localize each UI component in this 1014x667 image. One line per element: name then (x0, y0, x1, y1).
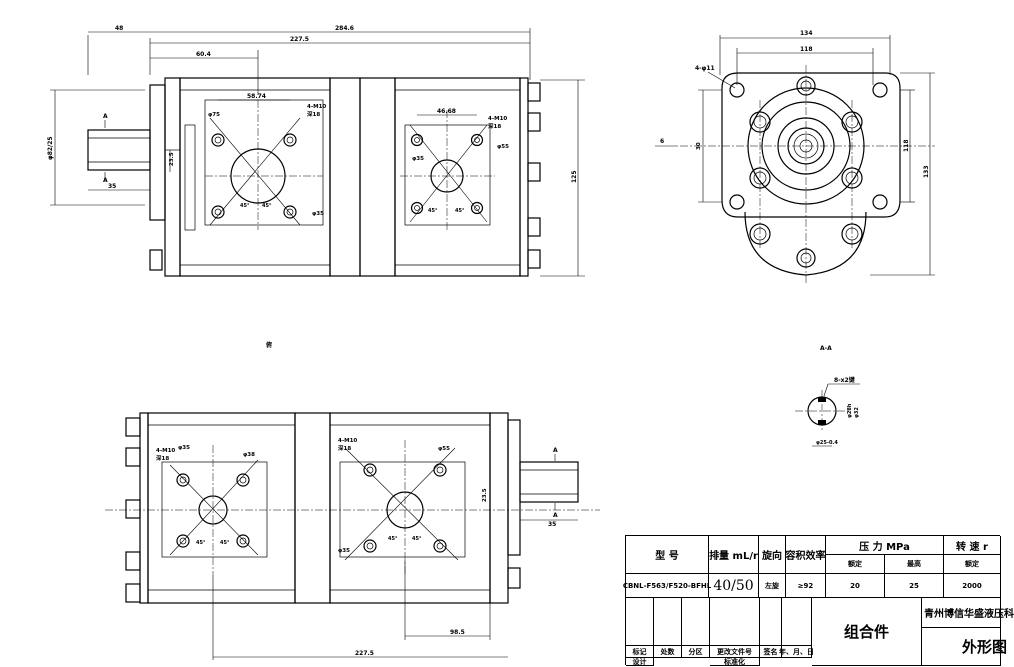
rev-standard: 标准化 (710, 658, 760, 666)
rev-zone: 分区 (682, 646, 710, 658)
dim-shaft-dia: φ82/25 (47, 136, 54, 160)
hdr-rated-speed: 额定 (944, 555, 1001, 574)
bport1-ang1: 45° (196, 540, 206, 546)
dim-125: 125 (571, 170, 578, 183)
dim-48: 48 (115, 25, 123, 32)
section-aa: 8-x2键 φ28h φ32 φ25-0.4 (795, 376, 860, 447)
displacement-value: 40/50 (709, 574, 759, 598)
hdr-rotation: 旋向 (759, 536, 786, 574)
speed-rated-value: 2000 (944, 574, 1001, 598)
port1-thread: 4-M10 (307, 104, 326, 110)
bport1-phi38: φ38 (243, 452, 255, 458)
bport1-thread: 4-M10 (156, 448, 175, 454)
bottom-d23: 23.5 (482, 488, 488, 502)
port2-thread: 4-M10 (488, 116, 507, 122)
rev-doc: 更改文件号 (710, 646, 760, 658)
hdr-speed: 转 速 r (944, 536, 1001, 555)
drawing-name: 外形图 (922, 628, 1007, 666)
hdr-pressure: 压 力 MPa (826, 536, 944, 555)
bottom-d227: 227.5 (355, 650, 374, 657)
efficiency-value: ≥92 (786, 574, 826, 598)
hdr-rated: 额定 (826, 555, 885, 574)
hdr-max: 最高 (885, 555, 944, 574)
dim-6: 6 (660, 138, 664, 145)
dim-46: 46.68 (437, 108, 456, 115)
assembly-title: 组合件 (812, 598, 922, 666)
bport1-depth: 深18 (156, 454, 169, 462)
port2-ang2: 45° (455, 208, 465, 214)
bport1-ang2: 45° (220, 540, 230, 546)
hole-4x11: 4-φ11 (695, 65, 715, 72)
port2-phi55: φ55 (497, 144, 509, 150)
dim-118: 118 (800, 46, 813, 53)
hdr-efficiency: 容积效率 (786, 536, 826, 574)
rev-design: 设计 (626, 658, 654, 666)
dim-23: 23.5 (169, 152, 175, 166)
model-value: CBNL-F563/F520-BFHL (623, 574, 711, 598)
port1-phi75: φ75 (208, 112, 220, 118)
bport1-phi35: φ35 (178, 445, 190, 451)
rev-grid-3 (682, 598, 710, 646)
hdr-model: 型 号 (626, 536, 709, 574)
rev-mark: 标记 (626, 646, 654, 658)
port1-phi35: φ35 (312, 211, 324, 217)
port2-ang1: 45° (428, 208, 438, 214)
pressure-rated-value: 20 (826, 574, 885, 598)
bport2-ang2: 45° (412, 536, 422, 542)
dim-227: 227.5 (290, 36, 309, 43)
dim-133: 133 (923, 165, 930, 178)
spline-dia1: φ28h (847, 403, 853, 418)
dim-58: 58.74 (247, 93, 266, 100)
rev-date: 年、月、日 (779, 646, 814, 658)
bottom-a1: A (553, 447, 558, 454)
pressure-max-value: 25 (885, 574, 944, 598)
dim-284: 284.6 (335, 25, 354, 32)
rev-grid-1 (626, 598, 654, 646)
rev-grid-4 (710, 598, 760, 646)
rev-count: 处数 (654, 646, 682, 658)
rev-grid-2 (654, 598, 682, 646)
rev-grid-6 (782, 598, 812, 646)
spline-dia2: φ32 (854, 407, 860, 418)
rev-grid-5 (760, 598, 782, 646)
spline-dia3: φ25-0.4 (816, 440, 838, 446)
title-block: 型 号 排量 mL/r 旋向 容积效率 压 力 MPa 转 速 r 额定 最高 … (623, 535, 1014, 666)
port2-phi35: φ35 (412, 156, 424, 162)
dim-30: 30 (696, 142, 702, 150)
a-mark-2: A (103, 177, 108, 184)
company-name: 青州博信华盛液压科 (922, 598, 1014, 628)
dim-134: 134 (800, 30, 813, 37)
section-label: A-A (820, 345, 832, 352)
bottom-view: A A 35 23.5 4-M10 深18 φ35 φ38 45° 45° (105, 412, 600, 660)
rev-sign: 签名 (760, 646, 782, 658)
bport2-depth: 深18 (338, 444, 351, 452)
dim-35: 35 (108, 183, 116, 190)
bport2-ang1: 45° (388, 536, 398, 542)
view-label: 俯 (266, 341, 272, 349)
rotation-value: 左旋 (759, 574, 786, 598)
side-view: 134 118 4-φ11 30 6 (655, 30, 935, 285)
port1-ang1: 45° (240, 203, 250, 209)
bottom-d35: 35 (548, 521, 556, 528)
front-view: 48 284.6 227.5 60.4 φ82/25 A A 35 (47, 25, 585, 277)
spline-keys: 8-x2键 (834, 376, 856, 384)
port2-depth: 深18 (488, 122, 501, 130)
a-mark-1: A (103, 113, 108, 120)
port1-ang2: 45° (262, 203, 272, 209)
bport2-thread: 4-M10 (338, 438, 357, 444)
bport2-phi35: φ35 (338, 548, 350, 554)
dim-118v: 118 (903, 139, 910, 152)
bottom-d98: 98.5 (450, 629, 465, 636)
dim-60: 60.4 (196, 51, 211, 58)
bottom-a2: A (553, 512, 558, 519)
hdr-displacement: 排量 mL/r (709, 536, 759, 574)
bport2-phi55: φ55 (438, 446, 450, 452)
port1-depth: 深18 (307, 110, 320, 118)
